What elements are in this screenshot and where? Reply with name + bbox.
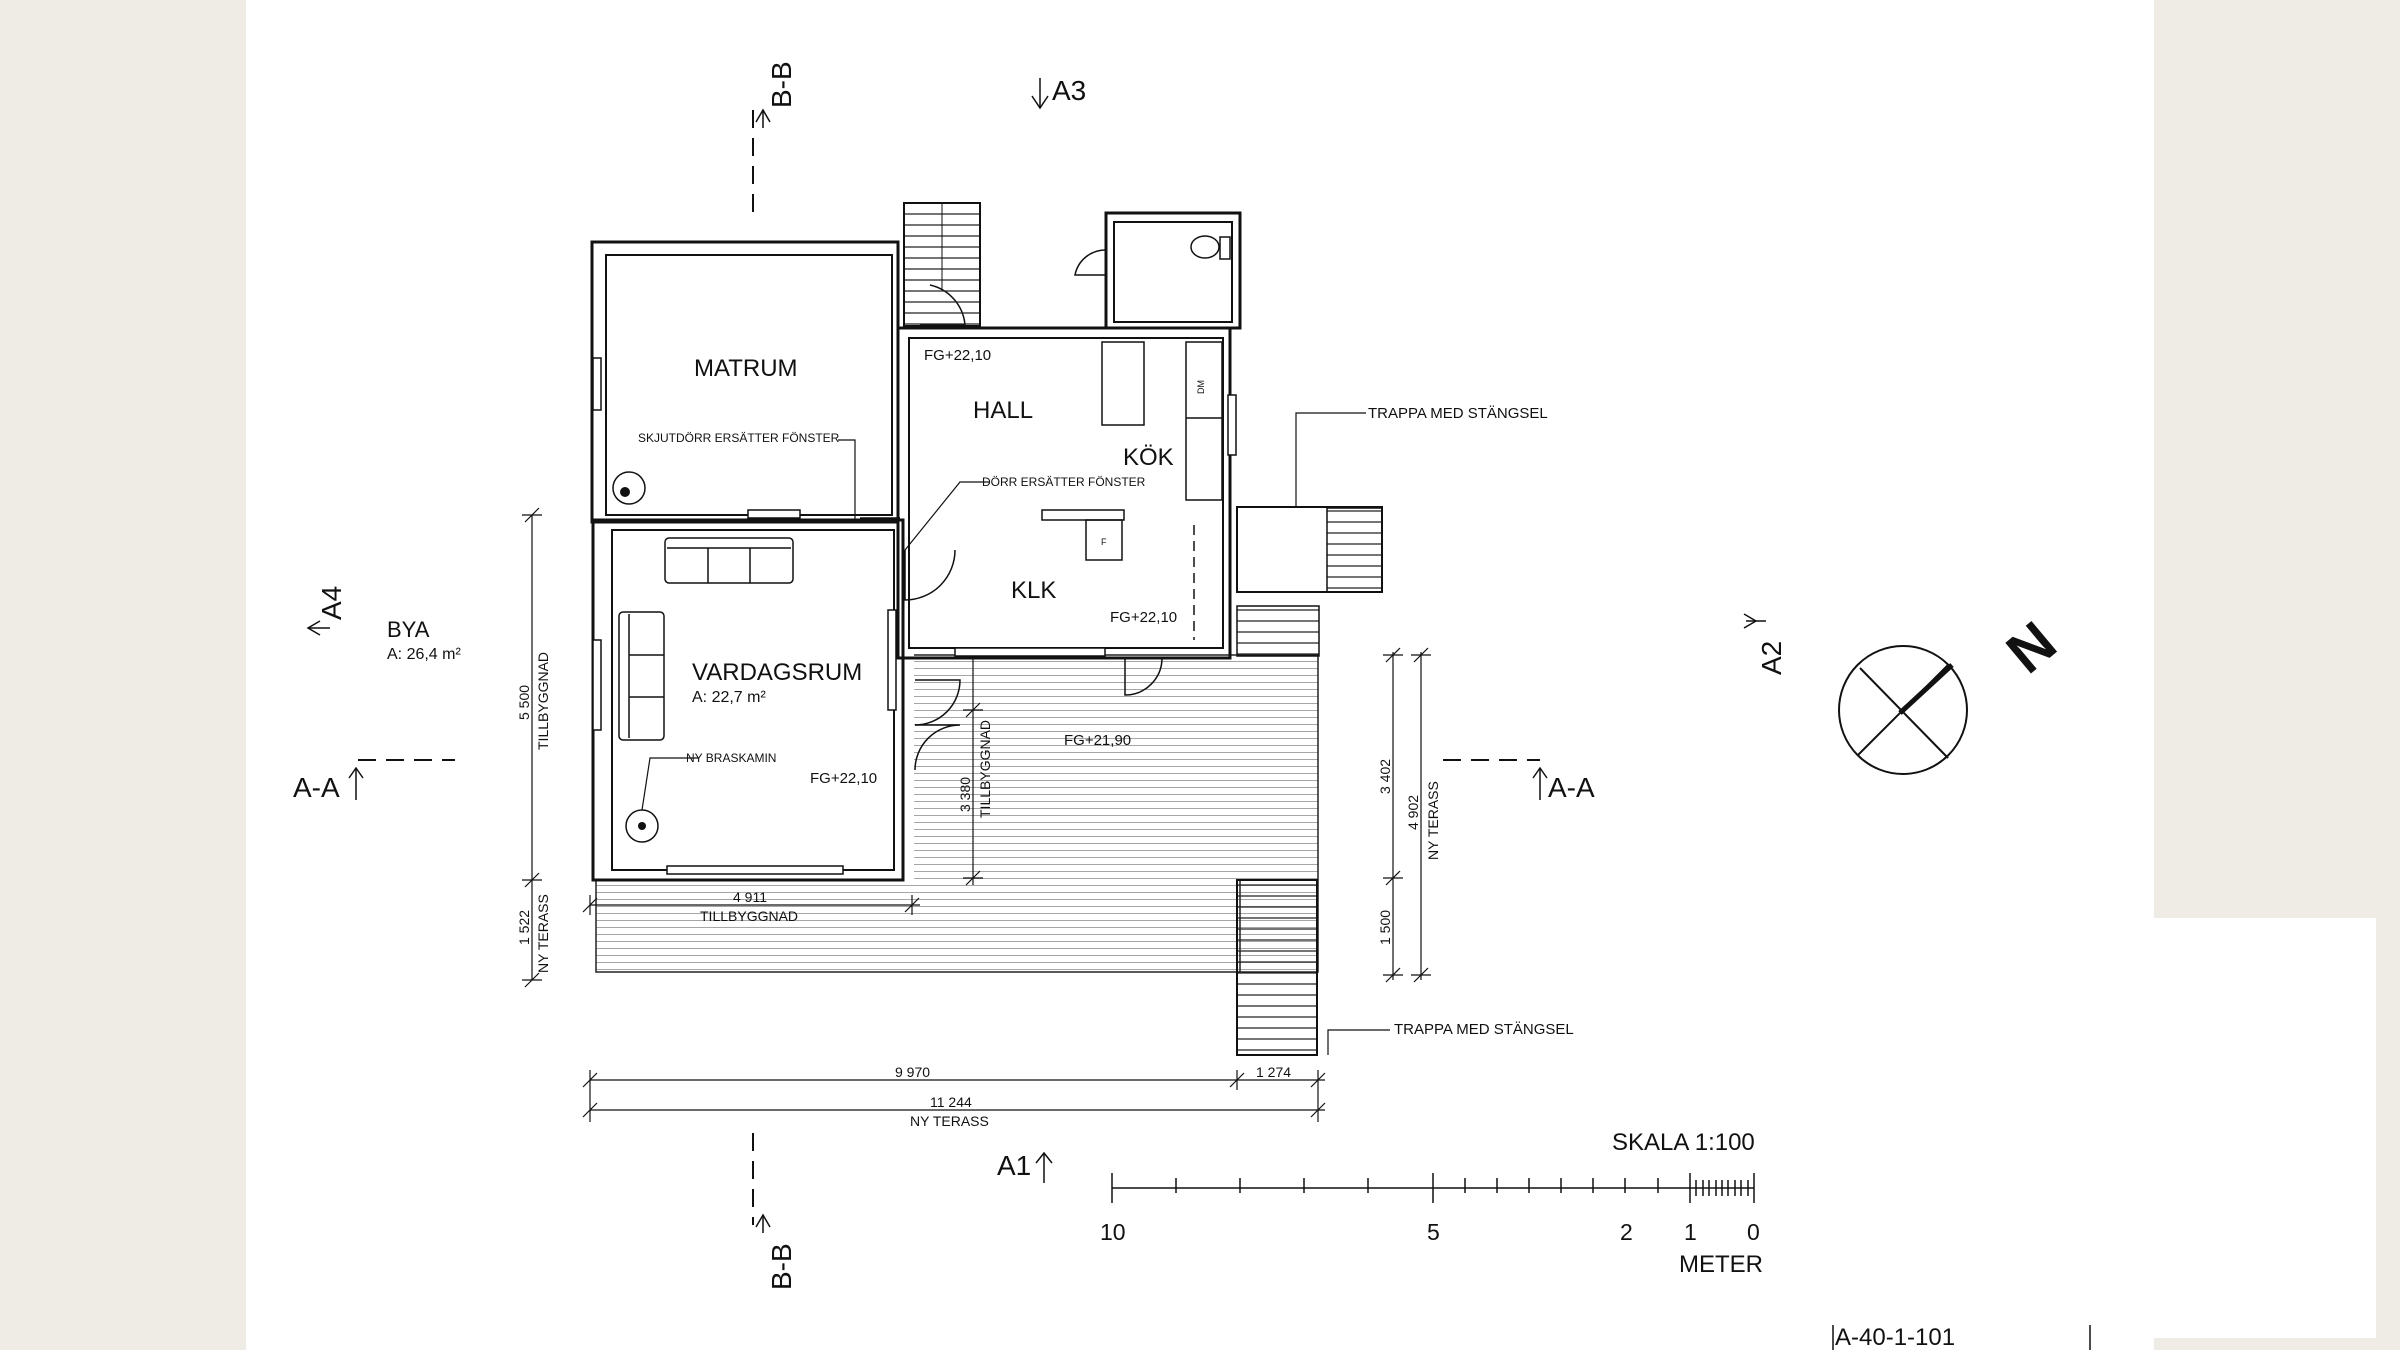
dim-overall-9970: 9 970 bbox=[895, 1064, 930, 1080]
scale-tick-5: 5 bbox=[1427, 1219, 1440, 1245]
bya-area: A: 26,4 m² bbox=[387, 646, 461, 663]
stairs-top bbox=[903, 202, 981, 327]
scale-tick-10: 10 bbox=[1100, 1219, 1126, 1245]
dim-left-1522: 1 522 bbox=[516, 910, 532, 945]
level-klk: FG+22,10 bbox=[1110, 609, 1177, 626]
room-label-hall: HALL bbox=[973, 397, 1033, 424]
title-block-corner: A-40-1-101 bbox=[1832, 1324, 2091, 1350]
dim-right-ny-terass: NY TERASS bbox=[1425, 781, 1441, 860]
room-label-matrum: MATRUM bbox=[694, 355, 798, 382]
note-dorr: DÖRR ERSÄTTER FÖNSTER bbox=[982, 475, 1146, 489]
stairs-bottom bbox=[1236, 879, 1318, 1056]
north-label: N bbox=[1995, 609, 2069, 686]
dim-bottom-4911: 4 911 bbox=[733, 889, 767, 905]
scale-bar bbox=[1111, 1173, 1755, 1203]
section-a2: A2 bbox=[1756, 641, 1787, 675]
dim-left-5500: 5 500 bbox=[516, 685, 532, 720]
note-skjutdorr: SKJUTDÖRR ERSÄTTER FÖNSTER bbox=[638, 431, 840, 445]
section-arrows bbox=[306, 78, 1766, 1233]
note-trappa-top: TRAPPA MED STÄNGSEL bbox=[1368, 405, 1548, 422]
dim-right-1500: 1 500 bbox=[1377, 910, 1393, 945]
level-hall: FG+22,10 bbox=[924, 347, 991, 364]
dim-mid-3380: 3 380 bbox=[957, 777, 973, 812]
section-aa-right: A-A bbox=[1548, 772, 1595, 803]
room-area-vardagsrum: A: 22,7 m² bbox=[692, 689, 766, 706]
stove-dots bbox=[620, 487, 646, 830]
section-lines bbox=[358, 110, 1540, 1225]
scale-title: SKALA 1:100 bbox=[1612, 1129, 1755, 1156]
windows bbox=[592, 357, 1237, 875]
note-trappa-bottom: TRAPPA MED STÄNGSEL bbox=[1394, 1021, 1574, 1038]
note-braskamin: NY BRASKAMIN bbox=[686, 751, 776, 765]
room-label-klk: KLK bbox=[1011, 577, 1056, 604]
room-label-kok: KÖK bbox=[1123, 444, 1174, 471]
dim-mid-tillbyggnad: TILLBYGGNAD bbox=[977, 720, 993, 818]
bya-label: BYA bbox=[387, 617, 430, 642]
section-aa-left: A-A bbox=[293, 772, 340, 803]
dim-overall-ny-terass: NY TERASS bbox=[910, 1113, 989, 1129]
note-f: F bbox=[1101, 537, 1107, 547]
dim-bottom-tillbyggnad: TILLBYGGNAD bbox=[700, 908, 798, 924]
stairs-right bbox=[1236, 506, 1383, 657]
room-label-vardagsrum: VARDAGSRUM bbox=[692, 659, 862, 686]
level-terrace: FG+21,90 bbox=[1064, 732, 1131, 749]
scale-unit: METER bbox=[1679, 1251, 1763, 1278]
dim-left-ny-terass: NY TERASS bbox=[535, 894, 551, 973]
scale-tick-1: 1 bbox=[1684, 1219, 1697, 1245]
scale-tick-2: 2 bbox=[1620, 1219, 1633, 1245]
section-bb-top: B-B bbox=[766, 61, 797, 108]
dim-overall-11244: 11 244 bbox=[930, 1094, 972, 1110]
drawing-number: A-40-1-101 bbox=[1835, 1324, 1955, 1350]
dim-left-tillbyggnad: TILLBYGGNAD bbox=[535, 652, 551, 750]
scale-tick-0: 0 bbox=[1747, 1219, 1760, 1245]
dim-overall-1274: 1 274 bbox=[1256, 1064, 1291, 1080]
level-vardagsrum: FG+22,10 bbox=[810, 770, 877, 787]
leader-lines bbox=[641, 412, 1390, 1055]
dim-right-4902: 4 902 bbox=[1405, 795, 1421, 830]
section-a1: A1 bbox=[997, 1150, 1031, 1181]
drawing-sheet-extension bbox=[2154, 918, 2376, 1338]
section-a3: A3 bbox=[1052, 75, 1086, 106]
section-a4: A4 bbox=[316, 586, 347, 620]
note-dm: DM bbox=[1196, 380, 1206, 394]
north-arrow: N bbox=[1838, 609, 2069, 775]
furniture bbox=[612, 235, 1231, 843]
section-bb-bottom: B-B bbox=[766, 1243, 797, 1290]
dimension-lines bbox=[522, 507, 1431, 1122]
dim-right-3402: 3 402 bbox=[1377, 759, 1393, 794]
